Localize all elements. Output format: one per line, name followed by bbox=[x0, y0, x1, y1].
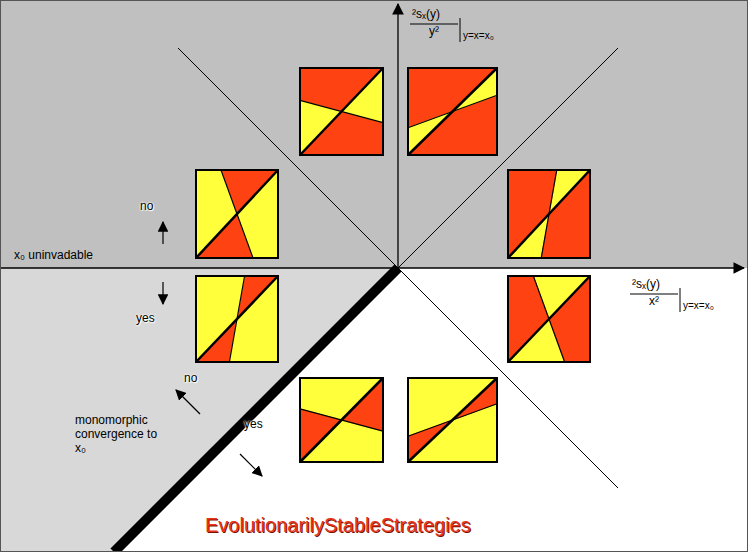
axis-label: ²sₓ(y) bbox=[412, 8, 440, 22]
axis-label: x² bbox=[649, 295, 659, 309]
invasion-plot bbox=[196, 170, 278, 258]
invasion-plot bbox=[408, 68, 497, 155]
evaluation-bar bbox=[680, 288, 681, 312]
no-arrow bbox=[162, 222, 163, 244]
convergent-no-region bbox=[0, 268, 398, 552]
answer-label: no bbox=[140, 200, 153, 214]
square-frame bbox=[508, 276, 590, 362]
sign-region bbox=[237, 170, 278, 258]
answer-label: no bbox=[184, 372, 197, 386]
axis-label: y² bbox=[429, 25, 439, 39]
invasion-plot bbox=[196, 276, 278, 362]
invasion-plot bbox=[508, 170, 590, 258]
invasion-plot bbox=[300, 68, 383, 155]
yes-arrow bbox=[240, 454, 262, 476]
uninvadable-no-region bbox=[0, 0, 748, 268]
vertical-axis bbox=[397, 4, 398, 268]
horizontal-axis bbox=[0, 267, 744, 268]
diagonal-line bbox=[508, 276, 590, 362]
axis-label: ²sₓ(y) bbox=[632, 278, 660, 292]
diagonal-line bbox=[408, 378, 497, 462]
diagonal-line bbox=[508, 170, 590, 258]
no-arrow bbox=[176, 390, 200, 414]
invasion-plot bbox=[408, 378, 497, 462]
diagonal-line bbox=[408, 68, 497, 155]
diagonal-line bbox=[196, 276, 278, 362]
sign-region bbox=[408, 404, 497, 462]
diagonal-line bbox=[196, 170, 278, 258]
diagonal-line bbox=[300, 378, 383, 462]
evaluation-bar bbox=[460, 18, 461, 42]
square-frame bbox=[408, 68, 497, 155]
sign-region bbox=[549, 276, 590, 362]
yes-arrow bbox=[162, 282, 163, 304]
invasion-plot bbox=[508, 276, 590, 362]
axis-label: y=x=x₀ bbox=[463, 30, 494, 42]
answer-label: yes bbox=[136, 312, 155, 326]
diagonal-line bbox=[300, 68, 383, 155]
axis-label: y=x=x₀ bbox=[683, 300, 714, 312]
answer-label: yes bbox=[244, 418, 263, 432]
square-frame bbox=[508, 170, 590, 258]
diagram-title: EvolutionarilyStableStrategies bbox=[205, 514, 471, 537]
sign-region bbox=[408, 95, 497, 155]
region-label: monomorphic convergence to x₀ bbox=[75, 414, 165, 455]
square-frame bbox=[196, 170, 278, 258]
square-frame bbox=[300, 68, 383, 155]
square-frame bbox=[408, 378, 497, 462]
square-frame bbox=[300, 378, 383, 462]
convergence-boundary bbox=[114, 268, 398, 552]
invasion-plot bbox=[300, 378, 383, 462]
square-frame bbox=[196, 276, 278, 362]
region-label: x₀ uninvadable bbox=[14, 249, 93, 263]
